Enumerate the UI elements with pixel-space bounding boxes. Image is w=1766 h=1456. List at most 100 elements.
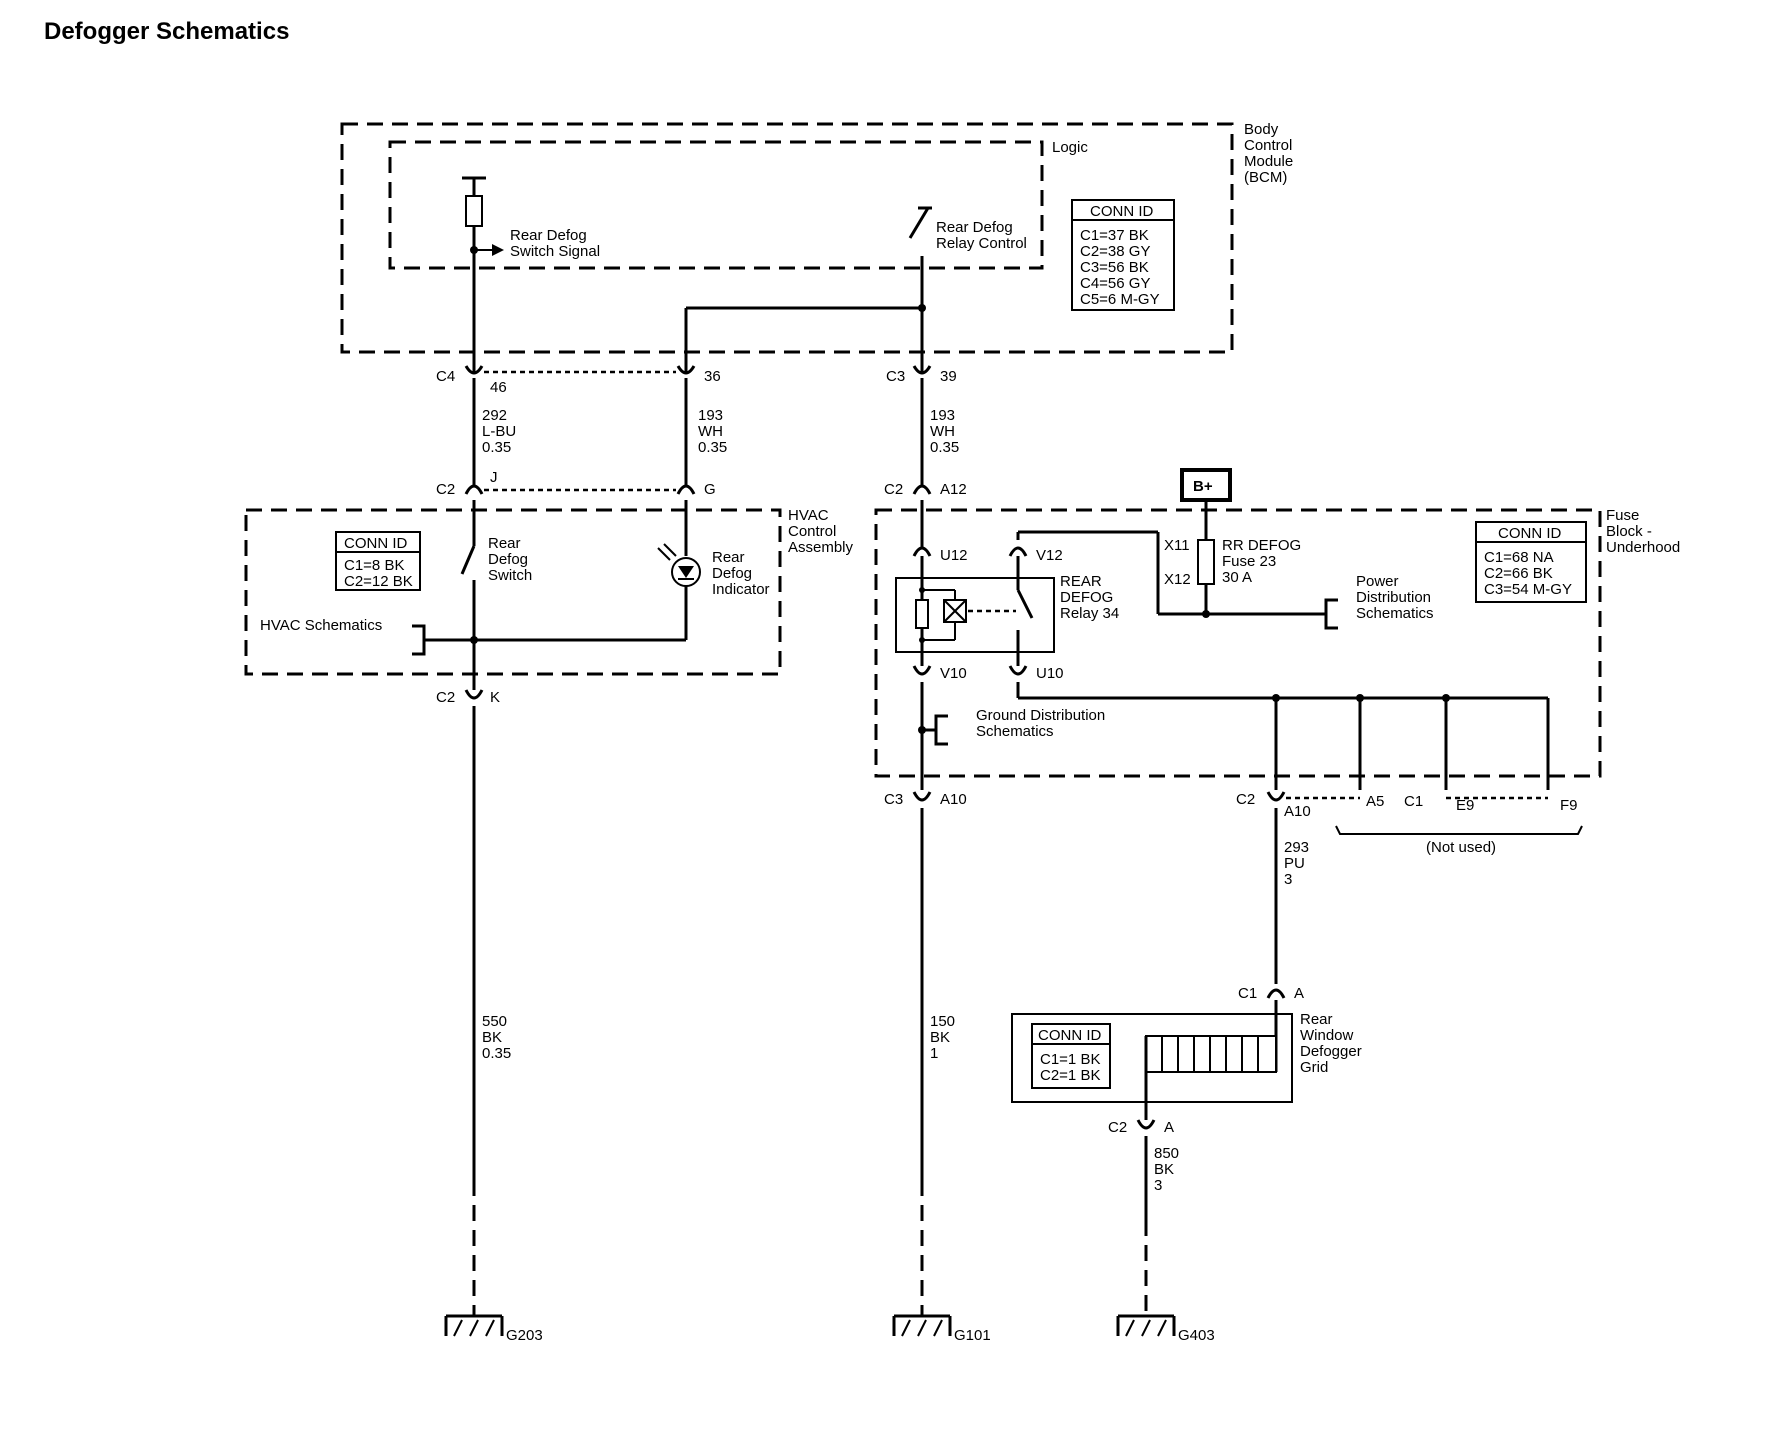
grid-label: Rear Window Defogger Grid bbox=[1300, 1011, 1366, 1076]
power-distribution-bracket bbox=[1206, 598, 1338, 630]
pin-a-grid-bottom: A bbox=[1164, 1119, 1174, 1136]
pin-c1-fb: C1 bbox=[1404, 793, 1423, 810]
pin-g: G bbox=[704, 481, 716, 498]
pin-v10: V10 bbox=[940, 665, 967, 682]
ground-distribution-ref[interactable]: Ground Distribution Schematics bbox=[976, 707, 1109, 740]
svg-text:C2=12 BK: C2=12 BK bbox=[344, 573, 413, 590]
svg-text:C3=56 BK: C3=56 BK bbox=[1080, 259, 1149, 276]
svg-text:C2=38 GY: C2=38 GY bbox=[1080, 243, 1150, 260]
svg-text:C4=56 GY: C4=56 GY bbox=[1080, 275, 1150, 292]
hvac-connector-c2-bottom bbox=[464, 689, 484, 700]
power-distribution-ref[interactable]: Power Distribution Schematics bbox=[1356, 573, 1435, 622]
pin-c2-fb: C2 bbox=[884, 481, 903, 498]
pin-c2-hvac-bottom: C2 bbox=[436, 689, 455, 706]
wire-292-label: 292 L-BU 0.35 bbox=[482, 407, 520, 456]
grid-connector-c1 bbox=[1266, 988, 1286, 999]
page-title: Defogger Schematics bbox=[44, 18, 290, 45]
wire-850-label: 850 BK 3 bbox=[1154, 1145, 1183, 1194]
pin-x12: X12 bbox=[1164, 571, 1191, 588]
fuse-block-connector-c2-a12 bbox=[912, 484, 932, 495]
pin-36: 36 bbox=[704, 368, 721, 385]
ground-g101-icon bbox=[892, 1314, 952, 1337]
pin-a-grid-top: A bbox=[1294, 985, 1304, 1002]
svg-text:CONN ID: CONN ID bbox=[344, 535, 408, 552]
svg-text:C1=8 BK: C1=8 BK bbox=[344, 557, 404, 574]
svg-text:B+: B+ bbox=[1193, 478, 1213, 495]
pin-u12: U12 bbox=[940, 547, 968, 564]
wire-293-label: 293 PU 3 bbox=[1284, 839, 1313, 888]
svg-text:C2=1 BK: C2=1 BK bbox=[1040, 1067, 1100, 1084]
logic-boundary bbox=[388, 140, 1044, 270]
pin-j: J bbox=[490, 469, 498, 486]
wire-550-label: 550 BK 0.35 bbox=[482, 1013, 511, 1062]
pin-46: 46 bbox=[490, 379, 507, 396]
ground-g203-icon bbox=[444, 1314, 504, 1337]
svg-text:C1=68 NA: C1=68 NA bbox=[1484, 549, 1554, 566]
fuse-block-label: Fuse Block - Underhood bbox=[1606, 507, 1680, 556]
svg-text:C3=54 M-GY: C3=54 M-GY bbox=[1484, 581, 1572, 598]
svg-text:CONN ID: CONN ID bbox=[1038, 1027, 1102, 1044]
rear-defog-indicator-icon bbox=[657, 500, 701, 640]
rear-defog-indicator-label: Rear Defog Indicator bbox=[712, 549, 770, 598]
grid-connector-c2 bbox=[1136, 1119, 1156, 1130]
not-used-bracket bbox=[1335, 825, 1583, 835]
hvac-schematics-ref[interactable]: HVAC Schematics bbox=[260, 617, 382, 634]
ground-g403-icon bbox=[1116, 1314, 1176, 1337]
switch-signal-pullup bbox=[462, 176, 504, 372]
bcm-boundary bbox=[340, 122, 1234, 354]
fuse-23-label: RR DEFOG Fuse 23 30 A bbox=[1222, 537, 1305, 586]
grid-conn-id-table: CONN ID C1=1 BK C2=1 BK bbox=[1031, 1023, 1111, 1089]
svg-text:C5=6 M-GY: C5=6 M-GY bbox=[1080, 291, 1160, 308]
fuse-block-boundary bbox=[874, 508, 1602, 778]
svg-text:C1=1 BK: C1=1 BK bbox=[1040, 1051, 1100, 1068]
logic-label: Logic bbox=[1052, 139, 1088, 156]
pin-c2-hvac-top: C2 bbox=[436, 481, 455, 498]
relay-output-bus bbox=[1016, 682, 1550, 790]
hvac-boundary bbox=[244, 508, 782, 676]
pin-c3-fb: C3 bbox=[884, 791, 903, 808]
pin-u10: U10 bbox=[1036, 665, 1064, 682]
ground-g403-label: G403 bbox=[1178, 1327, 1215, 1344]
pin-39: 39 bbox=[940, 368, 957, 385]
fuse-block-conn-id-table: CONN ID C1=68 NA C2=66 BK C3=54 M-GY bbox=[1475, 521, 1587, 603]
wire-150-label: 150 BK 1 bbox=[930, 1013, 959, 1062]
pin-e9: E9 bbox=[1456, 797, 1474, 814]
svg-text:CONN ID: CONN ID bbox=[1498, 525, 1562, 542]
pin-a5: A5 bbox=[1366, 793, 1384, 810]
ground-distribution-bracket bbox=[918, 682, 948, 790]
wire-193b-label: 193 WH 0.35 bbox=[930, 407, 959, 456]
pin-c2-fb-bottom: C2 bbox=[1236, 791, 1255, 808]
ground-g101-label: G101 bbox=[954, 1327, 991, 1344]
defogger-grid-element bbox=[1144, 1000, 1278, 1120]
hvac-conn-id-table: CONN ID C1=8 BK C2=12 BK bbox=[335, 531, 421, 591]
hvac-schematics-bracket bbox=[412, 624, 686, 656]
switch-signal-label: Rear Defog Switch Signal bbox=[510, 227, 600, 260]
bcm-label: Body Control Module (BCM) bbox=[1244, 121, 1297, 186]
pin-a10-c2: A10 bbox=[1284, 803, 1311, 820]
pin-c3-bcm: C3 bbox=[886, 368, 905, 385]
pin-a10-c3: A10 bbox=[940, 791, 967, 808]
pin-a12: A12 bbox=[940, 481, 967, 498]
pin-v12: V12 bbox=[1036, 547, 1063, 564]
hvac-connector-c2-top bbox=[464, 484, 696, 495]
pin-c4: C4 bbox=[436, 368, 455, 385]
hvac-label: HVAC Control Assembly bbox=[788, 507, 854, 556]
relay-34-label: REAR DEFOG Relay 34 bbox=[1060, 573, 1119, 622]
bcm-connector-c4 bbox=[464, 365, 932, 375]
rear-defog-switch-label: Rear Defog Switch bbox=[488, 535, 532, 584]
svg-text:C2=66 BK: C2=66 BK bbox=[1484, 565, 1553, 582]
svg-text:CONN ID: CONN ID bbox=[1090, 203, 1154, 220]
fuse-block-bottom-connectors bbox=[912, 791, 1548, 802]
ground-g203-label: G203 bbox=[506, 1327, 543, 1344]
not-used-label: (Not used) bbox=[1426, 839, 1496, 856]
pin-f9: F9 bbox=[1560, 797, 1578, 814]
rear-defog-switch[interactable] bbox=[460, 500, 476, 690]
relay-control-label: Rear Defog Relay Control bbox=[936, 219, 1027, 252]
rear-defog-relay-34 bbox=[895, 500, 1206, 676]
pin-k: K bbox=[490, 689, 500, 706]
bcm-conn-id-table: CONN ID C1=37 BK C2=38 GY C3=56 BK C4=56… bbox=[1071, 199, 1175, 311]
wire-193a-label: 193 WH 0.35 bbox=[698, 407, 727, 456]
svg-text:C1=37 BK: C1=37 BK bbox=[1080, 227, 1149, 244]
pin-c1-grid: C1 bbox=[1238, 985, 1257, 1002]
